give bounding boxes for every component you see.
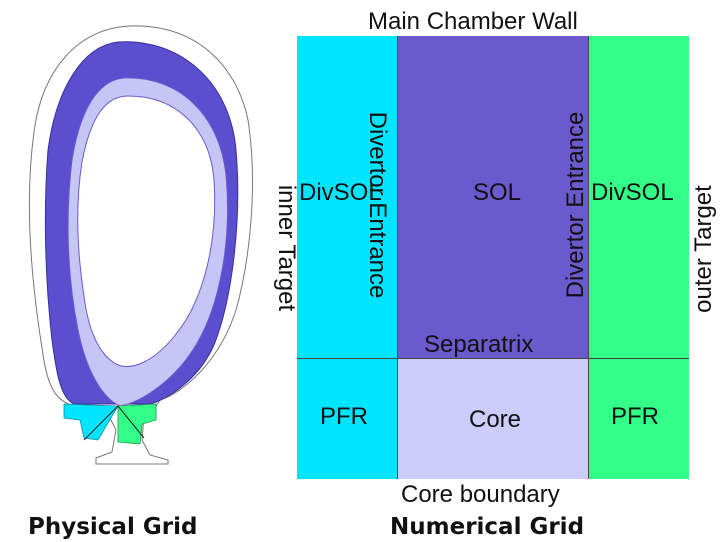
separatrix-line bbox=[297, 358, 689, 359]
separatrix-label: Separatrix bbox=[424, 331, 534, 358]
physical-grid-diagram bbox=[28, 25, 253, 465]
pfr-right-label: PFR bbox=[611, 403, 659, 430]
numerical-grid-caption: Numerical Grid bbox=[390, 514, 585, 540]
physical-xpoint-leg bbox=[83, 405, 119, 441]
inner-target-wrap: inner Target bbox=[271, 178, 301, 318]
sol-label: SOL bbox=[473, 179, 522, 206]
sol-region bbox=[398, 36, 589, 359]
divsol-right-label: DivSOL bbox=[591, 179, 674, 206]
physical-plasma-interior bbox=[77, 95, 216, 367]
divsol-right-region bbox=[589, 36, 689, 359]
divertor-entrance-left-label: Divertor Entrance bbox=[364, 111, 391, 299]
physical-xpoint-leg bbox=[117, 405, 145, 439]
pfr-left-region bbox=[297, 359, 398, 479]
physical-divertor-inner bbox=[63, 403, 119, 441]
main-chamber-wall-label: Main Chamber Wall bbox=[368, 8, 578, 35]
outer-target-label: outer Target bbox=[690, 185, 717, 313]
divertor-entrance-left-wrap: Divertor Entrance bbox=[362, 112, 392, 299]
core-boundary-label: Core boundary bbox=[401, 481, 560, 508]
divertor-entrance-right-label: Divertor Entrance bbox=[562, 111, 589, 299]
divsol-left-region bbox=[297, 36, 398, 359]
core-label: Core bbox=[469, 406, 522, 433]
outer-target-wrap: outer Target bbox=[689, 179, 719, 319]
vessel-wall-outline bbox=[28, 25, 253, 465]
inner-target-label: inner Target bbox=[273, 184, 300, 312]
divertor-entrance-right-wrap: Divertor Entrance bbox=[561, 112, 591, 299]
physical-divertor-outer bbox=[117, 403, 157, 445]
divsol-left-label: DivSOL bbox=[299, 179, 382, 206]
core-region bbox=[398, 359, 589, 479]
physical-grid-caption: Physical Grid bbox=[28, 514, 198, 540]
pfr-right-region bbox=[589, 359, 689, 479]
divider-line-right bbox=[588, 36, 589, 479]
divider-line-left bbox=[397, 36, 398, 479]
pfr-left-label: PFR bbox=[320, 403, 368, 430]
